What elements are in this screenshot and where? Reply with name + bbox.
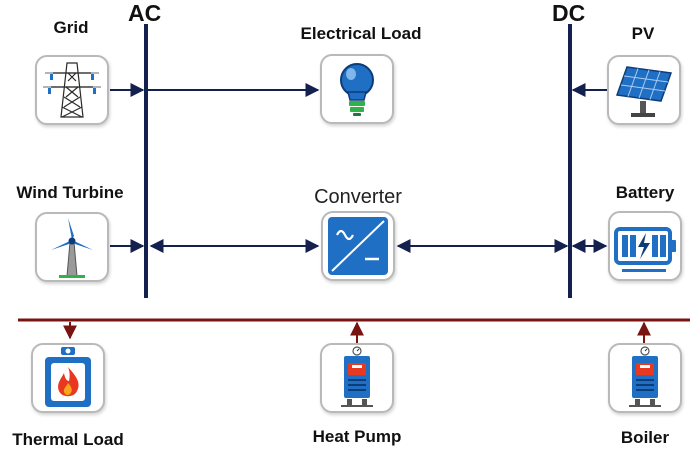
heat-pump-node — [320, 343, 394, 413]
electrical-load-label: Electrical Load — [300, 24, 422, 43]
heat-pump-icon — [341, 346, 373, 407]
grid-node — [35, 55, 109, 125]
electrical-load-node — [320, 54, 394, 124]
transmission-tower-icon — [43, 62, 101, 118]
light-bulb-icon — [340, 63, 374, 116]
solar-panel-icon — [615, 66, 673, 117]
ac-dc-converter-icon — [328, 217, 388, 275]
boiler-node — [608, 343, 682, 413]
converter-node — [321, 211, 395, 281]
converter-label: Converter — [314, 186, 402, 208]
wind-turbine-label: Wind Turbine — [16, 183, 124, 202]
pv-node — [607, 55, 681, 125]
dc-bus-label: DC — [552, 0, 586, 26]
wind-turbine-icon — [51, 218, 93, 278]
thermal-load-node — [31, 343, 105, 413]
ac-bus-label: AC — [128, 0, 162, 26]
thermal-load-label: Thermal Load — [12, 430, 124, 449]
grid-label: Grid — [53, 18, 89, 37]
heat-pump-label: Heat Pump — [312, 427, 402, 446]
boiler-icon — [629, 346, 661, 407]
flame-tank-icon — [45, 347, 91, 407]
battery-label: Battery — [615, 183, 675, 202]
battery-node — [608, 211, 682, 281]
wind-turbine-node — [35, 212, 109, 282]
battery-icon — [614, 227, 676, 272]
boiler-label: Boiler — [620, 428, 670, 447]
pv-label: PV — [631, 24, 655, 43]
